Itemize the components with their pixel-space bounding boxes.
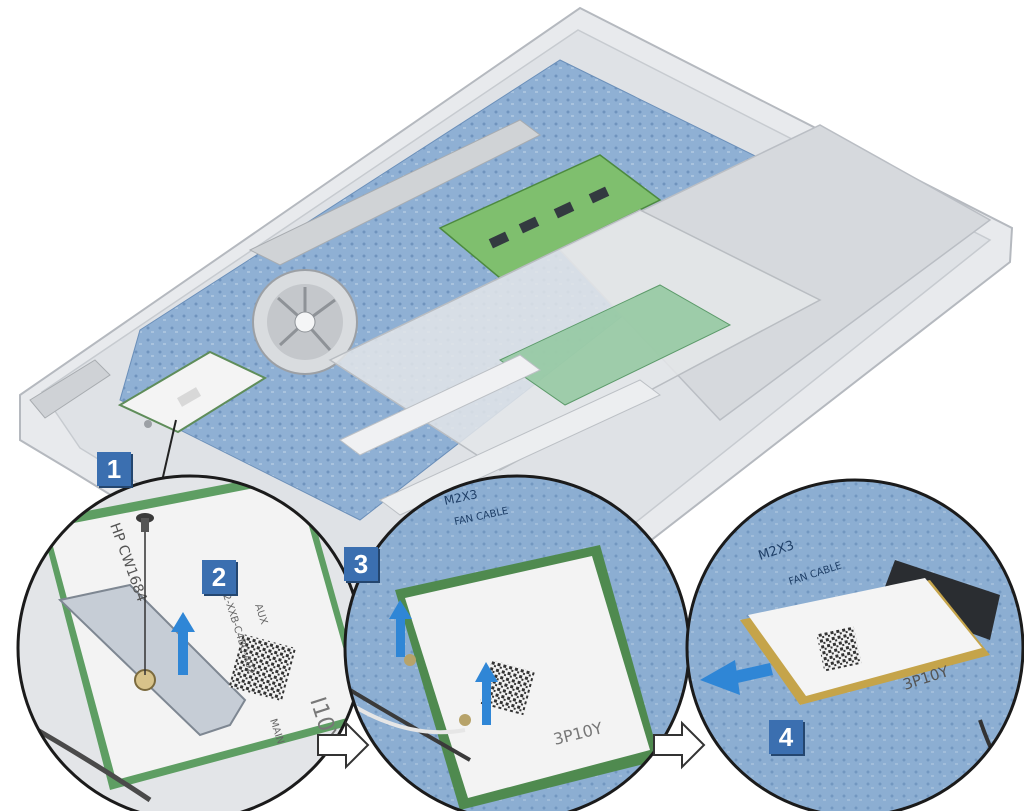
- step-3-badge: 3: [344, 547, 378, 581]
- screw-icon: [136, 513, 154, 675]
- lift-arrow-icon: [389, 600, 412, 657]
- zoom-circle-3: [685, 478, 1024, 811]
- flat-cable: [339, 354, 541, 456]
- step-1-badge: 1: [97, 452, 131, 486]
- lift-arrow-icon: [475, 662, 498, 725]
- antenna-bracket: [57, 583, 247, 737]
- step-4-badge: 4: [769, 720, 803, 754]
- lift-arrow-icon: [171, 612, 195, 675]
- qr-code: [816, 626, 862, 672]
- next-step-arrow-icon: [653, 720, 706, 770]
- flat-cable-2: [379, 379, 661, 516]
- qr-code: [479, 660, 535, 716]
- zoom-view-3: M2X3 FAN CABLE 3P10Y: [685, 478, 1024, 811]
- screw-size-label: M2X3: [443, 487, 479, 508]
- heat-pipe: [248, 119, 541, 266]
- zoom-view-1: HP CW1684 77BB2-XXB-C4BC-A02 I10Y AUX MA…: [16, 474, 364, 811]
- step-2-badge: 2: [202, 560, 236, 594]
- zoom-view-2: M2X3 FAN CABLE 3P10Y: [343, 474, 691, 811]
- speaker-left: [29, 359, 111, 419]
- cooling-fan: [252, 269, 358, 375]
- wlan-card-installed: [117, 350, 268, 434]
- touchpad-board: [499, 284, 732, 406]
- next-step-arrow-icon: [317, 720, 370, 770]
- slide-arrow-icon: [700, 660, 773, 695]
- qr-code: [228, 633, 297, 702]
